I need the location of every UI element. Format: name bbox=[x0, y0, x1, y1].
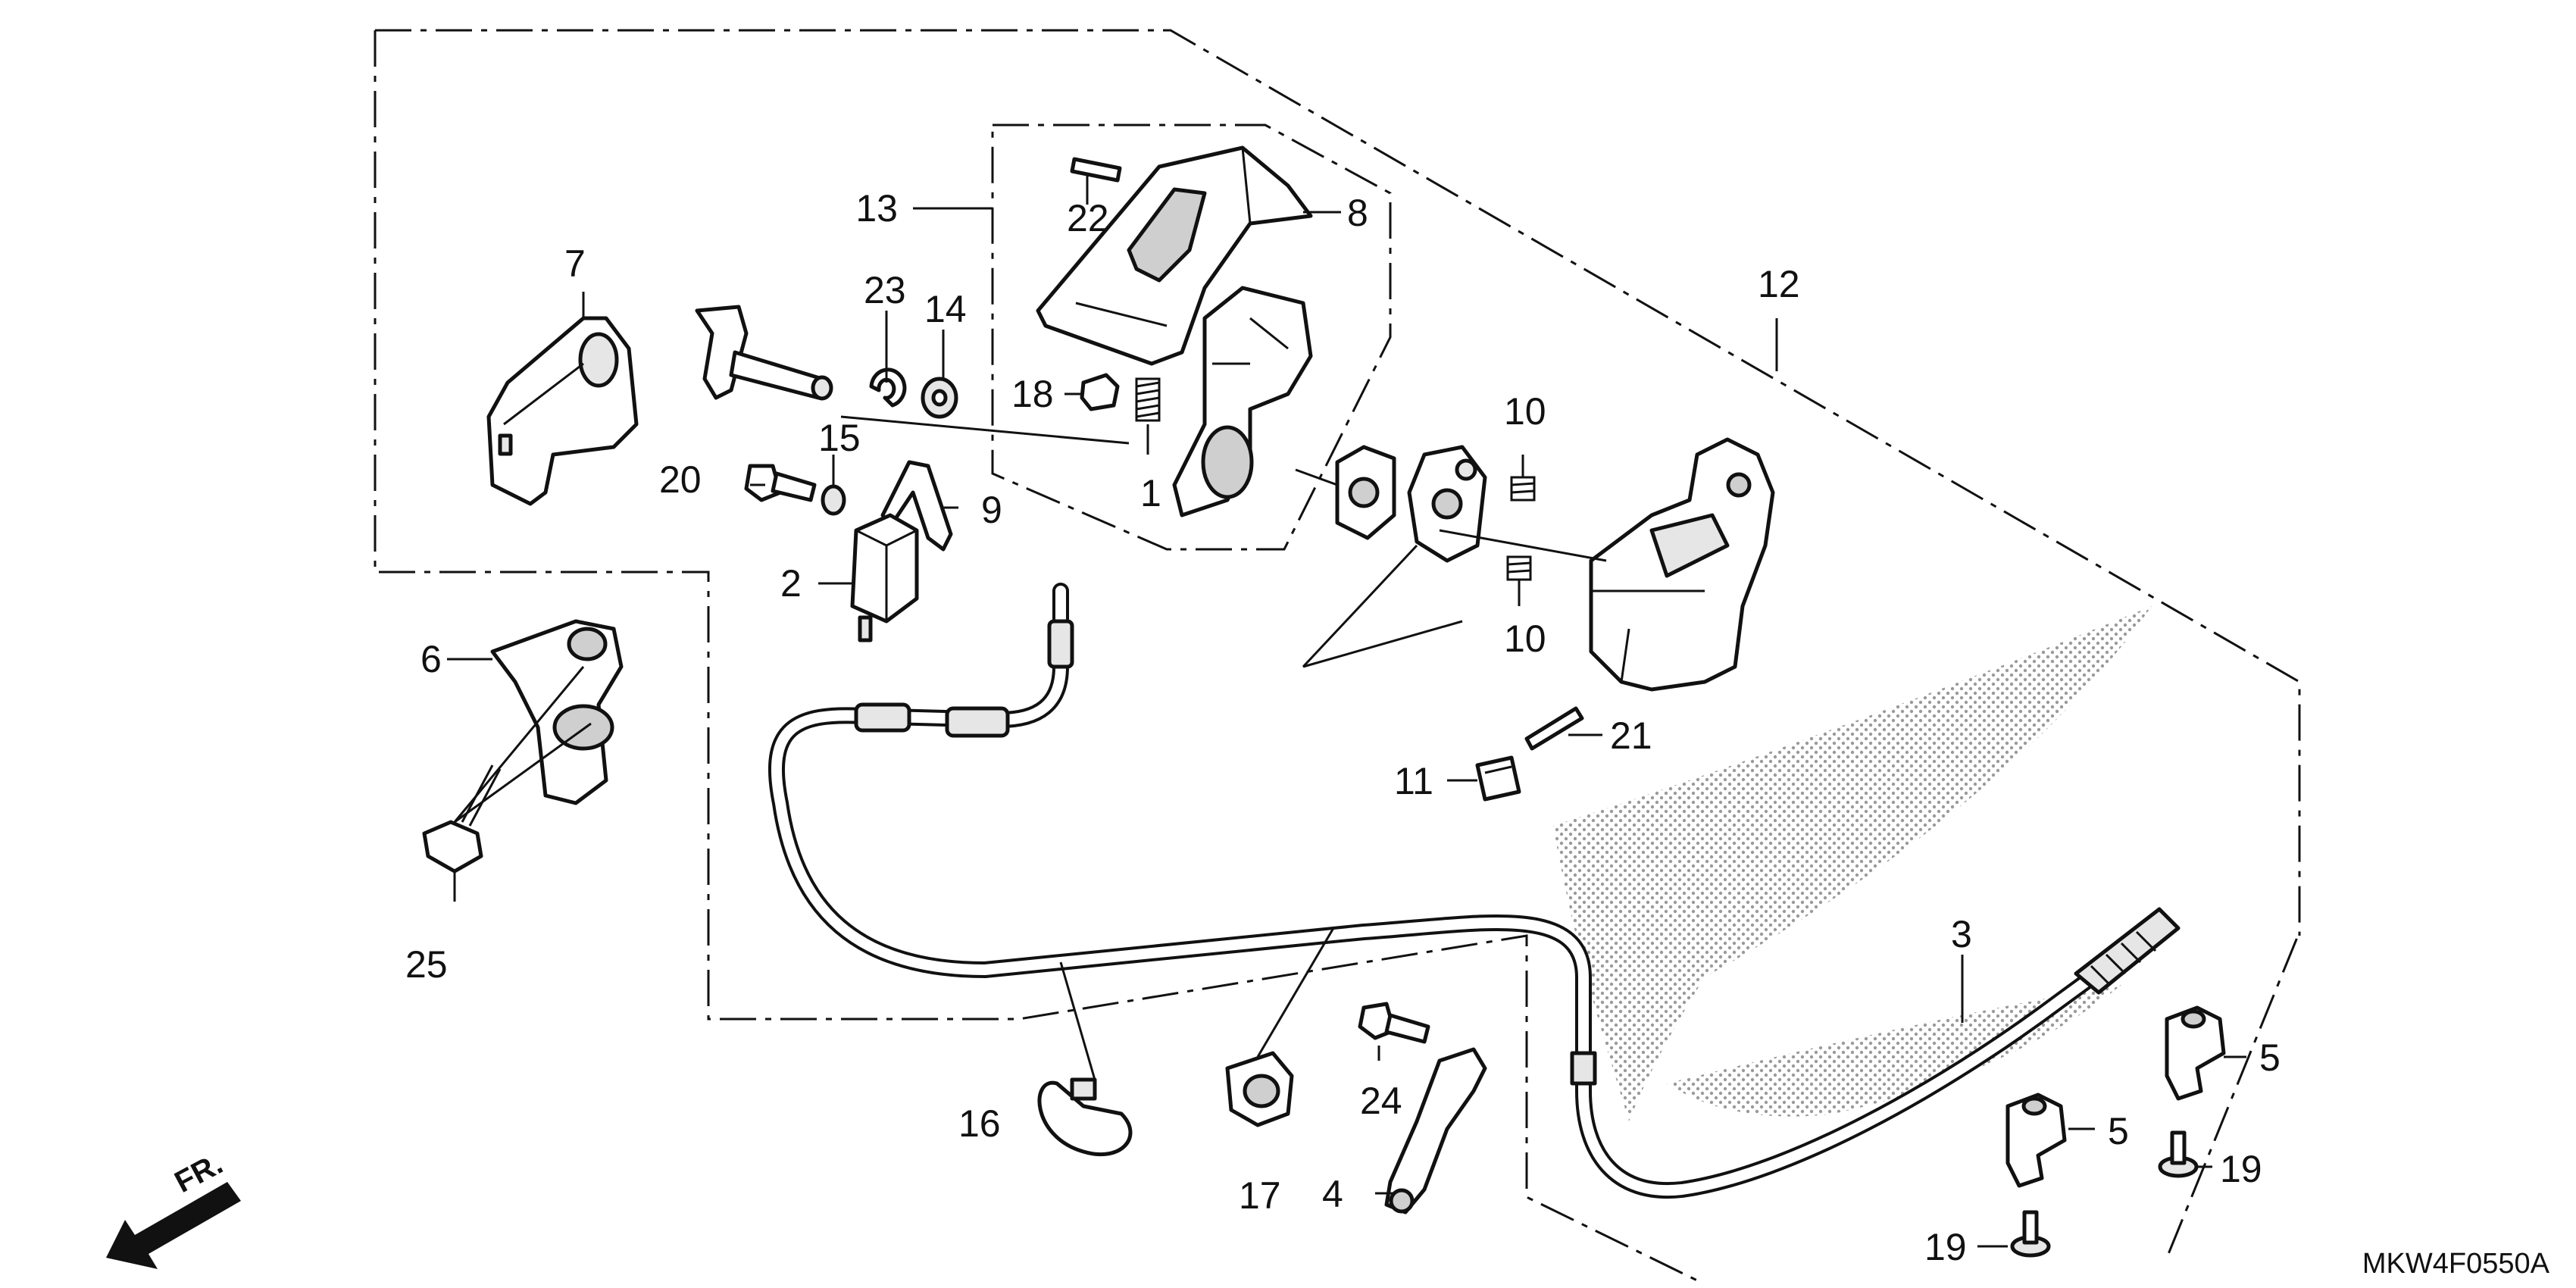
callout-20: 20 bbox=[659, 458, 702, 501]
part-18-grommet[interactable] bbox=[1080, 373, 1120, 411]
part-10-spring-lower[interactable] bbox=[1506, 555, 1532, 581]
callout-5-lower: 5 bbox=[2108, 1110, 2129, 1152]
part-11-clip[interactable] bbox=[1475, 755, 1521, 802]
callout-9: 9 bbox=[981, 489, 1002, 531]
callout-7: 7 bbox=[564, 242, 586, 285]
part-20-bolt[interactable] bbox=[744, 464, 817, 502]
part-14-washer[interactable] bbox=[921, 377, 958, 419]
callout-23: 23 bbox=[864, 269, 906, 311]
callout-14: 14 bbox=[924, 288, 967, 330]
part-5-bracket-upper[interactable] bbox=[2165, 1005, 2226, 1101]
callout-16: 16 bbox=[958, 1102, 1001, 1145]
callout-8: 8 bbox=[1347, 192, 1368, 234]
callout-3: 3 bbox=[1951, 913, 1972, 955]
diagram-code: MKW4F0550A bbox=[2362, 1248, 2550, 1280]
callout-5-upper: 5 bbox=[2259, 1036, 2281, 1079]
part-spring-small[interactable] bbox=[1135, 377, 1161, 422]
part-12-lock-body[interactable] bbox=[1589, 437, 1775, 692]
callout-22: 22 bbox=[1067, 197, 1109, 239]
callout-17: 17 bbox=[1239, 1174, 1281, 1217]
part-cam-right[interactable] bbox=[1407, 445, 1487, 563]
part-7-cover[interactable] bbox=[486, 316, 639, 506]
part-17-clamp[interactable] bbox=[1225, 1051, 1294, 1127]
part-4-stay[interactable] bbox=[1384, 1047, 1487, 1215]
part-10-spring-upper[interactable] bbox=[1510, 476, 1536, 502]
part-6-bracket[interactable] bbox=[490, 619, 624, 805]
part-19-screw-lower[interactable] bbox=[2010, 1210, 2051, 1258]
callout-10-lower: 10 bbox=[1504, 617, 1546, 660]
part-16-cable-tie[interactable] bbox=[1037, 1077, 1133, 1157]
part-3-cable[interactable] bbox=[768, 583, 2181, 1199]
part-24-bolt[interactable] bbox=[1358, 1002, 1430, 1044]
callout-labels: 7 23 14 13 22 8 18 1 20 15 9 2 6 25 10 1… bbox=[405, 187, 2281, 1268]
part-8-handle[interactable] bbox=[1036, 145, 1313, 366]
callout-2: 2 bbox=[780, 562, 802, 605]
callout-10-upper: 10 bbox=[1504, 390, 1546, 433]
callout-4: 4 bbox=[1322, 1173, 1343, 1215]
callout-24: 24 bbox=[1360, 1080, 1402, 1122]
callout-18: 18 bbox=[1011, 373, 1054, 415]
brand-watermark bbox=[1553, 606, 2152, 1121]
assembly-boundary-12 bbox=[375, 29, 2301, 1258]
part-23-clip[interactable] bbox=[869, 367, 907, 408]
front-arrow-icon: FR. bbox=[106, 1147, 241, 1269]
callout-13: 13 bbox=[855, 187, 898, 230]
callout-6: 6 bbox=[420, 638, 442, 680]
part-21-pin[interactable] bbox=[1524, 706, 1584, 751]
part-15-washer[interactable] bbox=[821, 484, 846, 516]
callout-1: 1 bbox=[1140, 472, 1161, 514]
callout-15: 15 bbox=[818, 417, 861, 459]
leader-lines bbox=[447, 174, 2246, 1248]
callout-25: 25 bbox=[405, 943, 448, 986]
callout-19-right: 19 bbox=[2220, 1148, 2262, 1190]
callout-12: 12 bbox=[1758, 263, 1800, 305]
part-19-screw-right[interactable] bbox=[2158, 1130, 2199, 1178]
subassembly-boundary-13 bbox=[991, 123, 1392, 551]
callout-21: 21 bbox=[1610, 714, 1652, 757]
part-lever-pin[interactable] bbox=[695, 305, 833, 401]
part-5-bracket-lower[interactable] bbox=[2005, 1093, 2067, 1188]
part-22-pin[interactable] bbox=[1070, 157, 1122, 183]
callout-11: 11 bbox=[1394, 760, 1433, 802]
part-1-mechanism[interactable] bbox=[1172, 286, 1313, 517]
assembly-boundary-left bbox=[374, 30, 1698, 1282]
part-cam-left[interactable] bbox=[1335, 445, 1396, 540]
part-2-switch[interactable] bbox=[850, 513, 919, 642]
callout-19-lower: 19 bbox=[1924, 1226, 1967, 1268]
